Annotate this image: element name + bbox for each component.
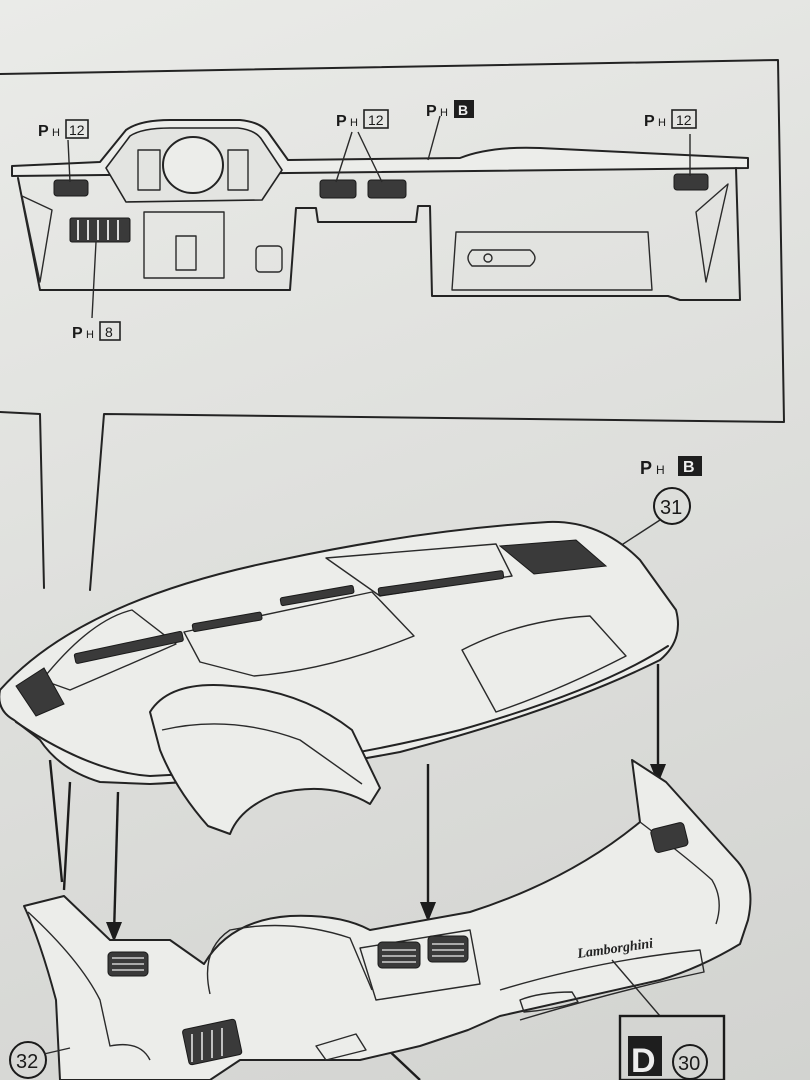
svg-text:H: H [86,329,94,341]
inset-callout-3: P H B [426,100,474,120]
inset-vent-center-a [319,179,357,199]
paint-callout-main: P H B [640,456,702,478]
svg-text:B: B [458,102,468,118]
svg-text:30: 30 [678,1053,700,1075]
svg-text:H: H [656,463,665,477]
svg-text:P: P [38,123,49,140]
svg-text:P: P [72,325,83,342]
svg-text:P: P [644,113,655,130]
svg-text:8: 8 [105,324,113,340]
upper-dash-cover [0,520,679,835]
part-number-31: 31 [619,487,691,547]
svg-text:P: P [426,103,437,120]
svg-text:P: P [336,113,347,130]
inset-callout-4: P H 12 [644,109,697,130]
svg-text:12: 12 [368,112,384,128]
inset-vent-center-b [367,179,407,199]
svg-text:H: H [440,107,448,119]
svg-text:B: B [683,459,695,476]
part-number-32: 32 [9,1041,71,1079]
svg-text:H: H [350,117,358,129]
upper-speaker-right [498,539,608,575]
upper-vent-mid-a [191,611,263,633]
inset-vent-lower [69,217,131,243]
svg-text:32: 32 [16,1051,38,1073]
inset-panel: P H 12 P H 12 P H B P H 12 P H 8 [0,59,785,591]
upper-vent-left [73,631,184,664]
svg-text:P: P [640,458,652,478]
lower-dash-body [23,759,752,1080]
inset-vent-left [53,179,89,197]
inset-callout-5: P H 8 [72,321,121,342]
inset-vent-right [673,173,709,191]
upper-vent-center [377,570,505,597]
lower-vent-right [650,822,689,853]
svg-text:H: H [52,127,60,139]
svg-text:12: 12 [676,112,692,128]
inset-callout-1: P H 12 [38,119,89,140]
decal-callout-30: D 30 [618,1014,726,1080]
lower-vent-center-a [377,941,421,969]
svg-text:H: H [658,117,666,129]
svg-text:12: 12 [69,122,85,138]
upper-speaker-left [15,667,65,717]
upper-vent-mid-b [279,584,355,607]
svg-text:31: 31 [660,497,682,519]
lower-vent-center-b [427,935,469,963]
inset-callout-2: P H 12 [336,109,389,130]
svg-text:D: D [631,1042,656,1080]
